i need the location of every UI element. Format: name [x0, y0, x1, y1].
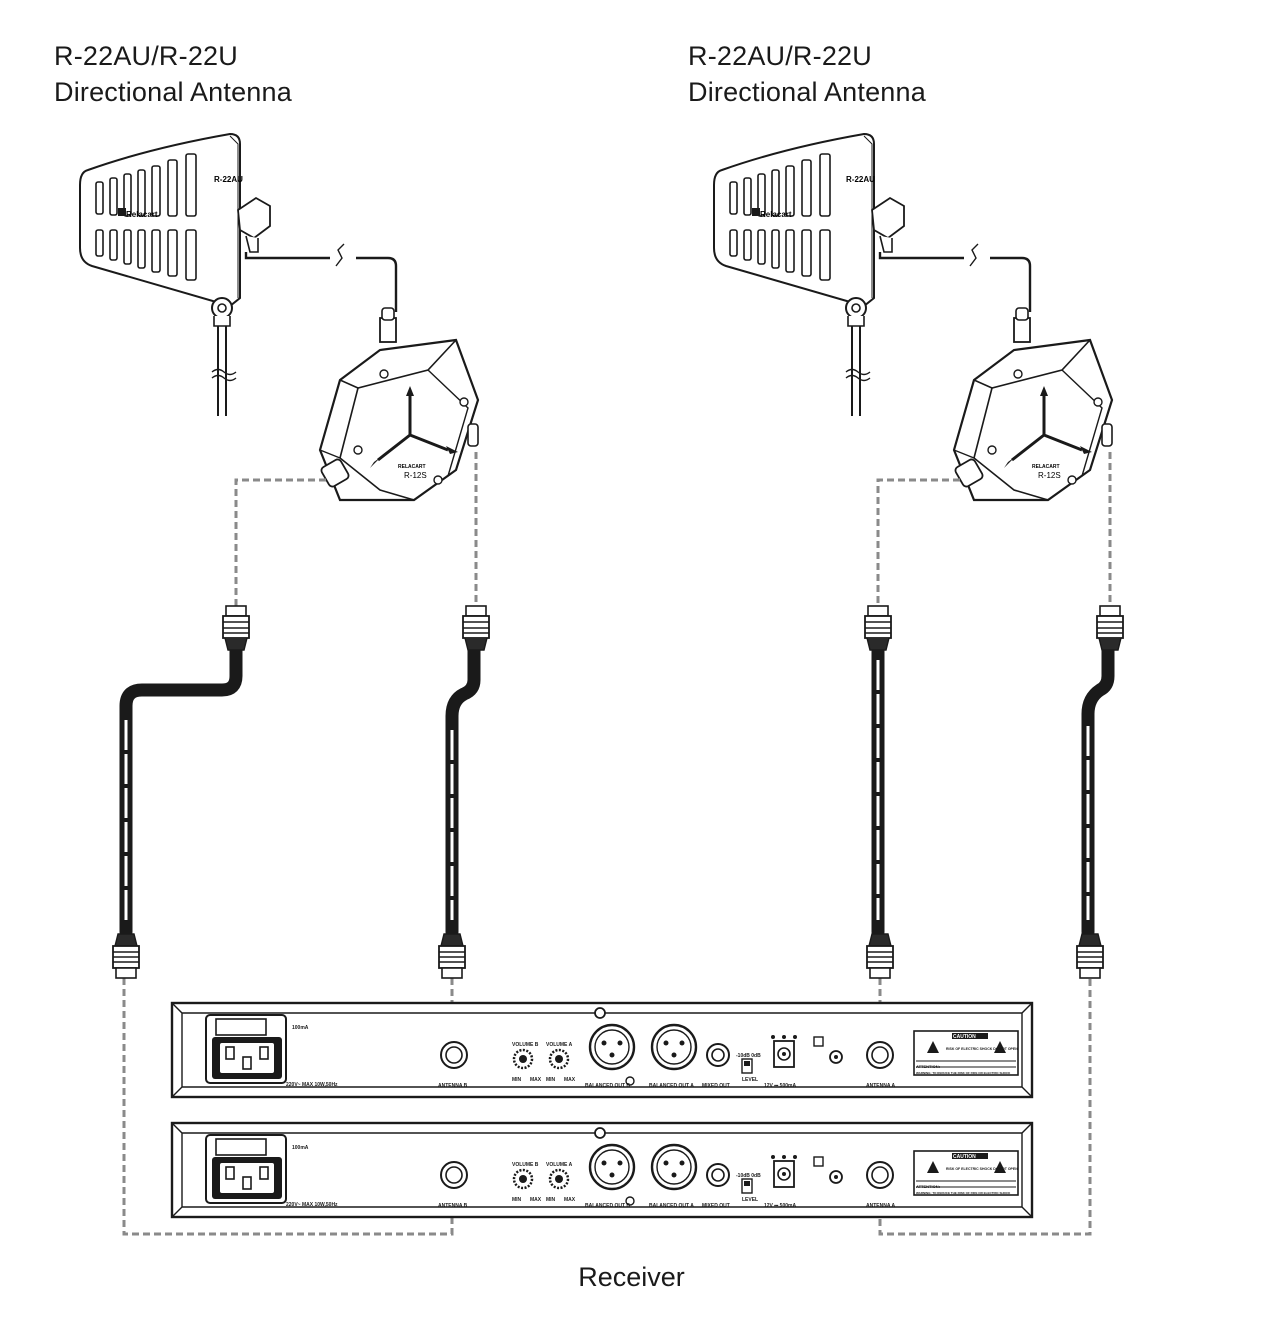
top-receiver-labels: 100mA 220V~ MAX 10W,50Hz ANTENNA B VOLUM…	[286, 1025, 1018, 1089]
bottom-current-label: 100mA	[292, 1145, 309, 1151]
top-antenna-b-label: ANTENNA B	[438, 1083, 468, 1089]
top-max-a: MAX	[564, 1077, 576, 1083]
right-antenna-heading: R-22AU/R-22U Directional Antenna	[688, 38, 926, 110]
top-balanced-out-a-label: BALANCED OUT A	[649, 1083, 694, 1089]
bottom-min-a: MIN	[546, 1197, 556, 1203]
top-level-values: -10dB 0dB	[736, 1053, 761, 1059]
receiver-caption: Receiver	[578, 1262, 685, 1292]
bottom-warning-label: WARNING: TO REDUCE THE RISK OF FIRE OR E…	[916, 1191, 1011, 1195]
left-antenna-lead	[244, 252, 398, 312]
left-break-mark	[335, 243, 345, 267]
top-min-b: MIN	[512, 1077, 522, 1083]
left-antenna-brand: Relacart	[126, 210, 158, 219]
bottom-caution-text: RISK OF ELECTRIC SHOCK DO NOT OPEN	[946, 1167, 1018, 1171]
top-balanced-out-b-label: BALANCED OUT B	[585, 1083, 630, 1089]
left-antenna-model: R-22AU/R-22U	[54, 41, 238, 71]
coax-cables	[119, 643, 1115, 939]
left-antenna-type: Directional Antenna	[54, 77, 292, 107]
top-receiver-screw	[594, 1007, 606, 1019]
bottom-level-values: -10dB 0dB	[736, 1173, 761, 1179]
bottom-attention-label: ATTENTION:	[916, 1184, 940, 1189]
right-antenna-brand: Relacart	[760, 210, 792, 219]
left-antenna-panel-label: R-22AU	[214, 175, 243, 184]
top-caution-text: RISK OF ELECTRIC SHOCK DO NOT OPEN	[946, 1047, 1018, 1051]
bnc-plug-bottom-3	[866, 933, 894, 979]
bottom-antenna-a-label: ANTENNA A	[866, 1203, 895, 1209]
coax-highlights	[124, 660, 1090, 920]
right-r12s-splitter	[952, 306, 1114, 502]
left-antenna-heading: R-22AU/R-22U Directional Antenna	[54, 38, 292, 110]
bottom-mixed-out-label: MIXED OUT	[702, 1203, 730, 1209]
top-attention-label: ATTENTION:	[916, 1064, 940, 1069]
right-break-mark	[969, 243, 979, 267]
right-directional-antenna	[713, 133, 905, 417]
bnc-plug-bottom-1	[112, 933, 140, 979]
bottom-receiver-labels: 100mA 220V~ MAX 10W,50Hz ANTENNA B VOLUM…	[286, 1145, 1018, 1209]
bnc-plug-top-3	[864, 605, 892, 651]
bottom-max-b: MAX	[530, 1197, 542, 1203]
bnc-plug-bottom-2	[438, 933, 466, 979]
top-level-label: LEVEL	[742, 1077, 758, 1083]
bottom-volume-b-label: VOLUME B	[512, 1162, 539, 1168]
top-max-b: MAX	[530, 1077, 542, 1083]
right-antenna-lead	[878, 252, 1032, 312]
left-splitter-label: R-12S	[404, 471, 427, 480]
bottom-level-label: LEVEL	[742, 1197, 758, 1203]
bottom-balanced-out-b-label: BALANCED OUT B	[585, 1203, 630, 1209]
top-warning-label: WARNING: TO REDUCE THE RISK OF FIRE OR E…	[916, 1071, 1011, 1075]
bnc-plug-top-1	[222, 605, 250, 651]
left-splitter-brand: RELACART	[398, 464, 426, 470]
top-volume-a-label: VOLUME A	[546, 1042, 573, 1048]
bnc-plug-top-2	[462, 605, 490, 651]
left-r12s-splitter	[318, 306, 480, 502]
bottom-antenna-b-label: ANTENNA B	[438, 1203, 468, 1209]
bottom-receiver-screw	[594, 1127, 606, 1139]
bottom-dc-label: 12V ⎓ 500mA	[764, 1203, 796, 1209]
right-splitter-brand: RELACART	[1032, 464, 1060, 470]
bottom-power-label: 220V~ MAX 10W,50Hz	[286, 1202, 338, 1208]
right-antenna-panel-label: R-22AU	[846, 175, 875, 184]
bottom-caution-label: CAUTION	[953, 1154, 976, 1160]
right-splitter-label: R-12S	[1038, 471, 1061, 480]
top-current-label: 100mA	[292, 1025, 309, 1031]
top-dc-label: 12V ⎓ 500mA	[764, 1083, 796, 1089]
bottom-min-b: MIN	[512, 1197, 522, 1203]
top-volume-b-label: VOLUME B	[512, 1042, 539, 1048]
bottom-balanced-out-a-label: BALANCED OUT A	[649, 1203, 694, 1209]
bnc-plug-bottom-4	[1076, 933, 1104, 979]
bottom-max-a: MAX	[564, 1197, 576, 1203]
top-antenna-a-label: ANTENNA A	[866, 1083, 895, 1089]
dashed-rf-lines	[122, 452, 1112, 1236]
bottom-volume-a-label: VOLUME A	[546, 1162, 573, 1168]
bnc-plug-top-4	[1096, 605, 1124, 651]
top-caution-label: CAUTION	[953, 1034, 976, 1040]
right-antenna-type: Directional Antenna	[688, 77, 926, 107]
top-power-label: 220V~ MAX 10W,50Hz	[286, 1082, 338, 1088]
right-antenna-model: R-22AU/R-22U	[688, 41, 872, 71]
top-mixed-out-label: MIXED OUT	[702, 1083, 730, 1089]
top-min-a: MIN	[546, 1077, 556, 1083]
